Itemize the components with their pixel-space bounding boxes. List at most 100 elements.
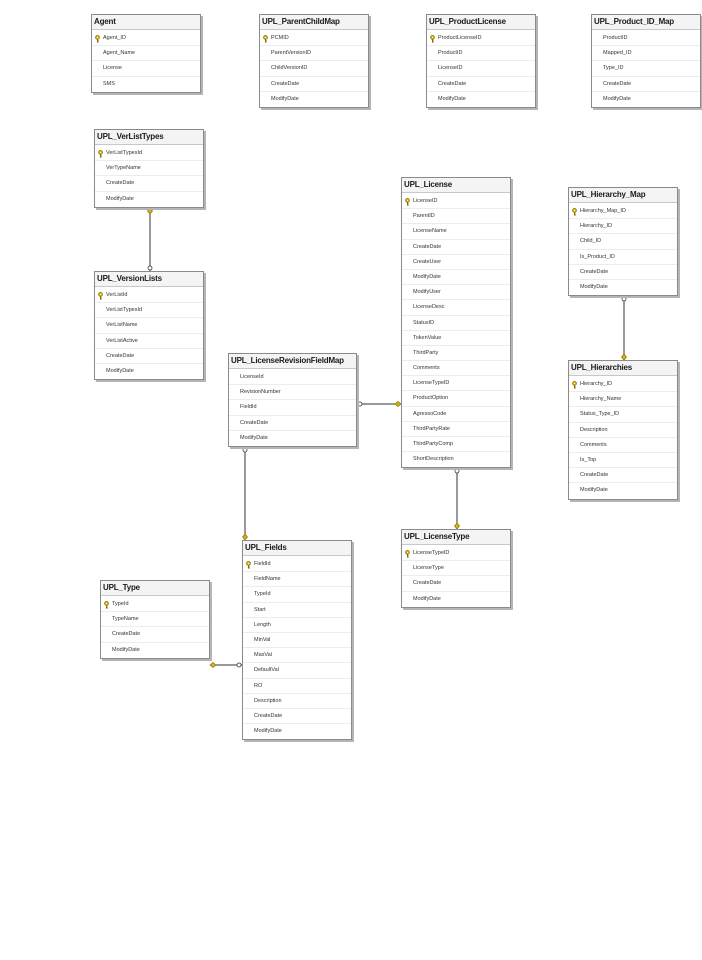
column-row[interactable]: LicenseTypeID (402, 546, 510, 562)
column-row[interactable]: MinVal (243, 633, 351, 649)
column-row[interactable]: ModifyDate (402, 270, 510, 286)
column-row[interactable]: LicenseTypeID (402, 376, 510, 392)
column-row[interactable]: TypeId (101, 597, 209, 613)
column-row[interactable]: Mapped_ID (592, 46, 700, 62)
column-row[interactable]: ModifyDate (260, 92, 368, 107)
column-row[interactable]: RO (243, 679, 351, 694)
column-row[interactable]: TypeName (101, 612, 209, 628)
column-row[interactable]: FieldId (229, 400, 356, 416)
column-row[interactable]: FieldId (243, 557, 351, 573)
column-row[interactable]: Hierarchy_ID (569, 377, 677, 393)
column-row[interactable]: MaxVal (243, 648, 351, 664)
column-row[interactable]: ModifyDate (569, 483, 677, 498)
column-row[interactable]: Comments (402, 361, 510, 377)
column-row[interactable]: LicenseId (229, 370, 356, 386)
column-row[interactable]: RevisionNumber (229, 385, 356, 401)
column-row[interactable]: ProductID (427, 46, 535, 62)
column-row[interactable]: Description (243, 694, 351, 709)
column-row[interactable]: ShortDescription (402, 452, 510, 467)
column-row[interactable]: CreateUser (402, 255, 510, 270)
column-name: ModifyDate (580, 283, 608, 290)
column-row[interactable]: VerListActive (95, 334, 203, 349)
column-row[interactable]: Hierarchy_ID (569, 219, 677, 235)
column-row[interactable]: CreateDate (402, 240, 510, 255)
column-row[interactable]: CreateDate (402, 576, 510, 592)
column-row[interactable]: CreateDate (569, 468, 677, 484)
column-row[interactable]: CreateDate (95, 349, 203, 364)
column-row[interactable]: AgressoCode (402, 407, 510, 422)
column-row[interactable]: SMS (92, 77, 200, 92)
column-row[interactable]: ModifyDate (592, 92, 700, 107)
column-row[interactable]: CreateDate (427, 77, 535, 92)
column-row[interactable]: CreateDate (95, 176, 203, 192)
column-row[interactable]: Is_Product_ID (569, 250, 677, 265)
column-row[interactable]: ModifyUser (402, 285, 510, 301)
column-row[interactable]: ThirdPartyComp (402, 437, 510, 453)
column-row[interactable]: LicenseID (427, 61, 535, 77)
column-row[interactable]: ChildVersionID (260, 61, 368, 77)
column-row[interactable]: LicenseDesc (402, 300, 510, 316)
column-row[interactable]: ModifyDate (243, 724, 351, 739)
column-row[interactable]: Status_Type_ID (569, 407, 677, 423)
column-row[interactable]: ProductID (592, 31, 700, 47)
column-row[interactable]: ModifyDate (427, 92, 535, 107)
column-row[interactable]: ModifyDate (95, 192, 203, 207)
column-row[interactable]: VerListTypesId (95, 303, 203, 319)
column-row[interactable]: StatusID (402, 316, 510, 331)
column-row[interactable]: VerListName (95, 318, 203, 334)
column-row[interactable]: LicenseName (402, 224, 510, 240)
column-row[interactable]: ModifyDate (229, 431, 356, 446)
column-row[interactable]: ParentVersionID (260, 46, 368, 62)
column-row[interactable]: CreateDate (243, 709, 351, 725)
column-row[interactable]: ModifyDate (95, 364, 203, 379)
column-row[interactable]: Child_ID (569, 234, 677, 250)
column-row[interactable]: ThirdParty (402, 346, 510, 362)
column-row[interactable]: ThirdPartyRate (402, 422, 510, 437)
column-row[interactable]: LicenseID (402, 194, 510, 210)
column-row[interactable]: License (92, 61, 200, 77)
column-row[interactable]: VerTypeName (95, 161, 203, 177)
column-row[interactable]: VerListId (95, 288, 203, 304)
column-row[interactable]: PCMID (260, 31, 368, 47)
column-row[interactable]: VerListTypesId (95, 146, 203, 162)
column-row[interactable]: Is_Top (569, 453, 677, 469)
column-row[interactable]: Length (243, 618, 351, 633)
column-row[interactable]: Description (569, 423, 677, 438)
column-row[interactable]: ParentID (402, 209, 510, 225)
column-row[interactable]: TypeId (243, 587, 351, 603)
column-row[interactable]: CreateDate (229, 416, 356, 431)
column-row[interactable]: ProductLicenseID (427, 31, 535, 47)
column-row[interactable]: Start (243, 603, 351, 618)
column-row[interactable]: CreateDate (569, 265, 677, 280)
column-row[interactable]: ProductOption (402, 391, 510, 407)
column-row[interactable]: Agent_ID (92, 31, 200, 47)
column-row[interactable]: DefaultVal (243, 663, 351, 679)
column-row[interactable]: Comments (569, 438, 677, 453)
column-row[interactable]: Hierarchy_Map_ID (569, 204, 677, 220)
column-row[interactable]: CreateDate (592, 77, 700, 92)
column-row[interactable]: ModifyDate (101, 643, 209, 658)
column-row[interactable]: CreateDate (260, 77, 368, 92)
column-row[interactable]: ModifyDate (402, 592, 510, 607)
column-row[interactable]: TokenValue (402, 331, 510, 346)
column-row[interactable]: FieldName (243, 572, 351, 588)
column-row[interactable]: ModifyDate (569, 280, 677, 295)
column-row[interactable]: LicenseType (402, 561, 510, 577)
column-row[interactable]: Agent_Name (92, 46, 200, 62)
column-row[interactable]: CreateDate (101, 627, 209, 643)
column-row[interactable]: Hierarchy_Name (569, 392, 677, 408)
column-row[interactable]: Type_ID (592, 61, 700, 77)
